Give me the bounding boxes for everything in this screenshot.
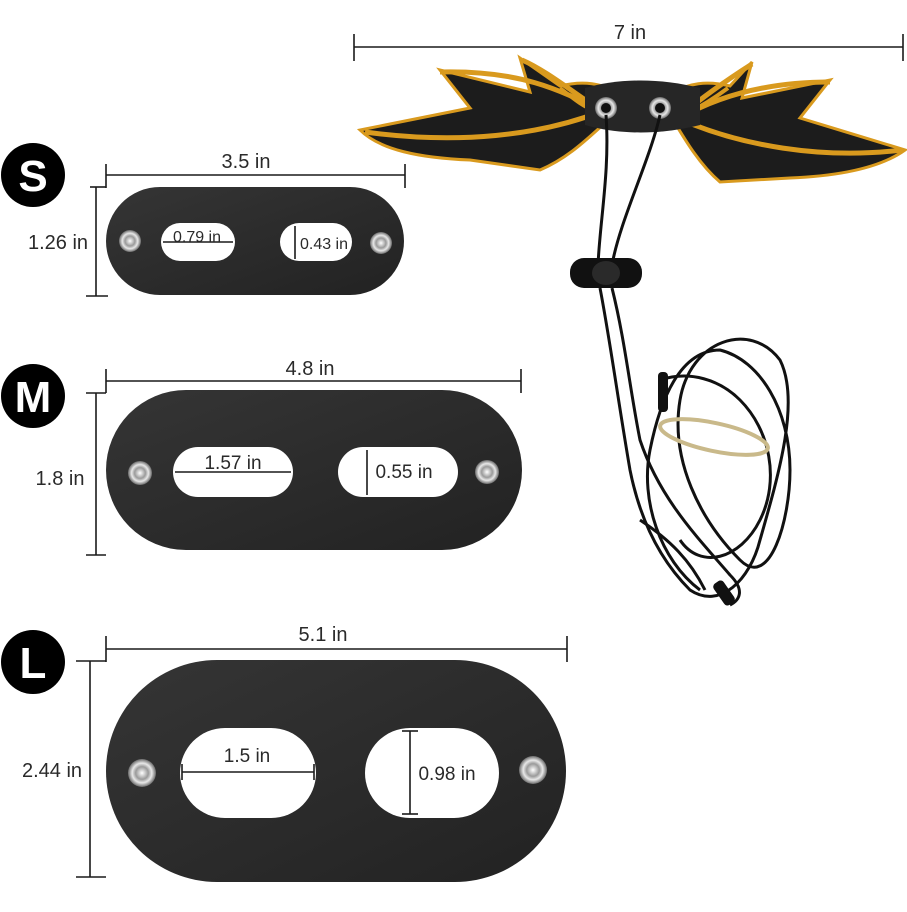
wing-width-label: 7 in <box>614 22 646 44</box>
size-l-section: L 5.1 in 2.44 in 1.5 in 0.98 in <box>1 624 568 882</box>
size-s-badge-label: S <box>18 152 47 201</box>
size-l-grommet-right <box>519 756 547 784</box>
size-s-hole-width-label: 0.79 in <box>173 229 221 246</box>
size-l-hole-height-label: 0.98 in <box>418 764 475 785</box>
left-wing <box>356 54 622 172</box>
size-m-height-label: 1.8 in <box>36 468 85 490</box>
size-s-hole-height-label: 0.43 in <box>300 236 348 253</box>
size-l-hole-width-label: 1.5 in <box>224 746 270 767</box>
leash-cord <box>598 287 792 598</box>
size-s-grommet-right <box>370 232 392 254</box>
size-l-hole-right <box>365 728 499 818</box>
wing-width-dimension: 7 in <box>353 22 904 61</box>
size-s-grommet-left <box>119 230 141 252</box>
size-l-hole-left <box>180 728 316 818</box>
size-s-strap <box>106 187 404 295</box>
right-wing <box>670 60 907 184</box>
bat-wing-harness <box>356 54 907 607</box>
metal-ring <box>658 417 770 457</box>
wing-center-strap <box>585 80 700 133</box>
size-s-badge <box>1 143 65 207</box>
size-l-badge <box>1 630 65 694</box>
size-s-section: S 3.5 in 1.26 in 0.79 in 0.43 in <box>1 143 406 297</box>
size-l-height-label: 2.44 in <box>22 760 82 782</box>
size-m-hole-right <box>338 447 458 497</box>
size-l-length-label: 5.1 in <box>299 624 348 646</box>
size-l-grommet-left <box>128 759 156 787</box>
size-m-section: M 4.8 in 1.8 in 1.57 in 0.55 in <box>1 358 522 556</box>
size-m-length-label: 4.8 in <box>286 358 335 380</box>
size-m-grommet-left <box>128 461 152 485</box>
size-s-length-label: 3.5 in <box>222 151 271 173</box>
size-s-height-label: 1.26 in <box>28 232 88 254</box>
size-m-badge-label: M <box>15 373 52 422</box>
size-s-hole-right <box>280 223 352 261</box>
size-m-grommet-right <box>475 460 499 484</box>
size-m-hole-height-label: 0.55 in <box>375 462 432 483</box>
size-m-hole-width-label: 1.57 in <box>204 453 261 474</box>
size-m-strap <box>106 390 522 550</box>
size-l-strap <box>106 660 566 882</box>
size-l-badge-label: L <box>20 639 47 688</box>
size-m-badge <box>1 364 65 428</box>
